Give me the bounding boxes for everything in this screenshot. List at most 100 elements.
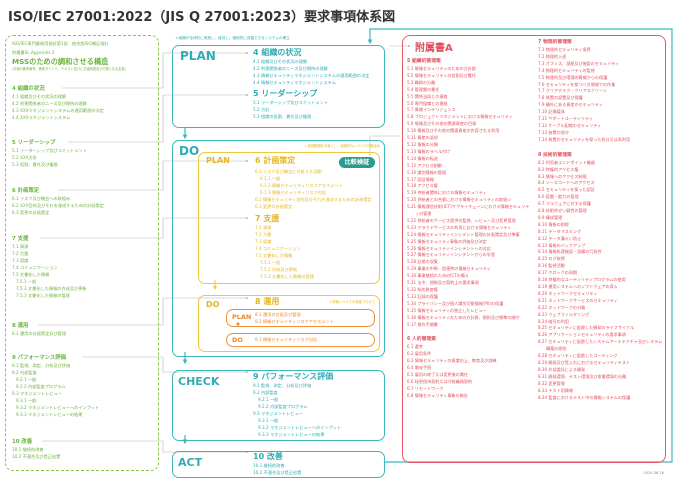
annex-control: 6.7 リモートワーク (407, 385, 444, 391)
requirement-item: 7.4 コミュニケーション (255, 246, 301, 251)
inner-do-box: DO 8 運用 ＊情報レベルでの実施プロセス PLAN 8.1 運用の計画及び管… (198, 295, 380, 352)
annex-control: 5.34 プライバシー及び個人識別可能情報(PII)の保護 (407, 300, 504, 306)
do-note: ＊適用範囲を対象とし、組織的なレベルでの取組み (304, 144, 380, 148)
mss-item: 8.1 運用の計画策定及び管理 (12, 331, 67, 336)
annex-control: 5.26 情報セキュリティインシデントへの対応 (407, 245, 491, 251)
annex-control: 8.13 情報のバックアップ (538, 242, 586, 248)
inner-plan-label: PLAN (206, 156, 230, 165)
mss-item: 7.4 コミュニケーション (12, 265, 58, 270)
annex-control: 8.8 技術的ぜい弱性の管理 (538, 208, 587, 214)
section-6-title: 6 計画策定 (255, 156, 296, 165)
mss-item: 9.3 マネジメントレビュー (12, 391, 62, 396)
requirement-item: 5.1 リーダーシップ及びコミットメント (253, 100, 328, 105)
plan-label: PLAN (180, 49, 216, 63)
annex-control: 5.32 知的財産権 (407, 287, 438, 292)
annex-control: 7.6 セキュリティを保つべき領域での作業 (538, 81, 616, 87)
annex-control: 5.1 情報セキュリティのための方針群 (407, 66, 476, 71)
requirement-item: 8.3 情報セキュリティリスク対応 (255, 337, 318, 342)
annex-control: 6.5 雇用の終了又は変更後の責任 (407, 372, 469, 378)
annex-control: 8.29 開発及び受入れにおけるセキュリティテスト (538, 359, 631, 365)
mss-source-line2: 附属書SL Appendix 2 (12, 50, 55, 55)
annex-control: 5.20 供給者との合意における情報セキュリティの取扱い (407, 197, 512, 203)
annex-control: 8.1 利用者エンドポイント機器 (538, 159, 595, 165)
annex-control: 5.17 認証情報 (407, 176, 434, 182)
annex-control: 5.2 情報セキュリティの役割及び責任 (407, 72, 476, 78)
requirement-item: 8.1 運用の計画及び管理 (255, 312, 301, 317)
annex-control: 8.2 特権的アクセス権 (538, 166, 579, 172)
annex-control: 7.10 記憶媒体 (538, 109, 565, 115)
requirement-item: 4.3 情報セキュリティマネジメントシステムの適用範囲の決定 (253, 73, 370, 78)
annex-control: 5.21 情報通信技術(ICT)サプライチェーンにおける情報セキュリティの管理 (407, 204, 530, 217)
annex-control: 7.5 物理的及び環境的脅威からの保護 (538, 74, 608, 80)
annex-control: 7.7 クリアデスク・クリアスクリーン (538, 88, 607, 94)
annex-control: 8.32 変更管理 (538, 380, 565, 386)
annex-control: 8.16 監視活動 (538, 263, 565, 269)
annex-control: 5.9 情報及びその他の関連資産の目録 (407, 121, 477, 127)
mss-item: 6.1 リスク及び機会への取組み (12, 196, 71, 201)
requirement-item: 6.1.2 情報セキュリティリスクアセスメント (260, 183, 343, 188)
check-label: CHECK (178, 375, 220, 388)
mss-item: 7.5.1 一般 (16, 279, 37, 284)
mss-item: 7.3 認識 (12, 258, 29, 263)
mss-item: 9.2.1 一般 (16, 377, 37, 382)
inner-do-label: DO (206, 300, 220, 309)
page-title: ISO/IEC 27001:2022（JIS Q 27001:2023）要求事項… (8, 10, 396, 25)
mss-note: (共通の箇条番号、箇条タイトル、テキスト並びに共通用語及び中核となる定義) (12, 67, 126, 71)
requirement-item: 9.3.1 一般 (258, 418, 279, 423)
annex-control: 7.11 サポートユーティリティ (538, 116, 593, 122)
mss-section-title: 4 組織の状況 (12, 86, 45, 92)
annex-control: 5.27 情報セキュリティインシデントからの学習 (407, 252, 495, 258)
mss-item: 9.3.1 一般 (16, 398, 37, 403)
requirement-item: 4.2 利害関係者のニーズ及び期待の理解 (253, 66, 328, 71)
mss-item: 7.5 文書化した情報 (12, 272, 50, 277)
connector-5 (68, 93, 249, 143)
requirement-item: 9.1 監視、測定、分析及び評価 (253, 383, 312, 388)
annex-control: 7.2 物理的入退 (538, 53, 567, 59)
annex-control: 5.3 職務の分離 (407, 79, 436, 85)
annex-control: 8.31 開発環境、テスト環境及び本番環境の分離 (538, 373, 627, 379)
mss-item: 5.3 役割、責任及び権限 (12, 162, 58, 167)
connector-compare-up (369, 135, 400, 156)
annex-control: 5.6 専門組織との連絡 (407, 100, 448, 106)
annex-control: 5.18 アクセス権 (407, 183, 438, 189)
requirement-item: 9.3.2 マネジメントレビューへのインプット (258, 425, 342, 430)
annex-control: 7.9 構外にある資産のセキュリティ (538, 102, 603, 108)
requirement-item: 7.3 認識 (255, 239, 272, 244)
requirement-item: 7.5.2 作成及び更新 (260, 267, 298, 272)
date-stamp: 2024.06.16 (643, 471, 664, 475)
mss-section-title: 5 リーダーシップ (12, 140, 56, 146)
requirement-item: 7.5.3 文書化した情報の管理 (260, 274, 314, 279)
mss-section-title: 9 パフォーマンス評価 (12, 355, 67, 361)
annex-control: 5.12 情報の分類 (407, 141, 438, 147)
annex-control: 7.13 装置の保守 (538, 129, 569, 135)
mss-section-title: 7 支援 (12, 236, 29, 242)
mss-item: 7.5.2 文書化した情報の作成及び更新 (16, 286, 87, 291)
mss-section-title: 6 計画策定 (12, 188, 40, 194)
annex-control: 6.6 秘密保持契約又は守秘義務契約 (407, 378, 473, 384)
mss-item: 4.3 XXXマネジメントシステムの適用範囲の決定 (12, 108, 104, 113)
annex-control: 6.8 情報セキュリティ事象の報告 (407, 392, 468, 398)
annex-control: 8.27 セキュリティに配慮したシステムアーキテクチャ及びシステム構築の原則 (538, 339, 663, 352)
do-label: DO (179, 144, 200, 158)
ops-plan-label: PLAN (232, 313, 252, 321)
annex-control: 7.12 ケーブル配線のセキュリティ (538, 122, 602, 128)
section-4-title: 4 組織の状況 (253, 48, 302, 57)
section-10-title: 10 改善 (253, 452, 283, 461)
mss-item: 5.2 XXX方針 (12, 155, 37, 160)
annex-control: 5.30 事業継続のためのICTの備え (407, 273, 470, 279)
mss-item: 9.3.2 マネジメントレビューへのインプット (16, 405, 100, 410)
annex-control: 8.33 テスト用情報 (538, 387, 573, 393)
requirement-item: 6.1 リスク及び機会に対処する活動 (255, 169, 322, 174)
annex-control: 5.23 クラウドサービスの利用における情報セキュリティ (407, 224, 512, 230)
connector-9 (82, 356, 249, 374)
annex-control: 8.30 外部委託による開発 (538, 366, 586, 372)
annex-control: 6.4 懲戒手続 (407, 365, 432, 371)
annex-control: 7.1 物理的セキュリティ境界 (538, 47, 591, 52)
annex-control: 8.28 セキュリティに配慮したコーディング (538, 353, 618, 359)
requirement-item: 9.2 内部監査 (253, 390, 278, 395)
